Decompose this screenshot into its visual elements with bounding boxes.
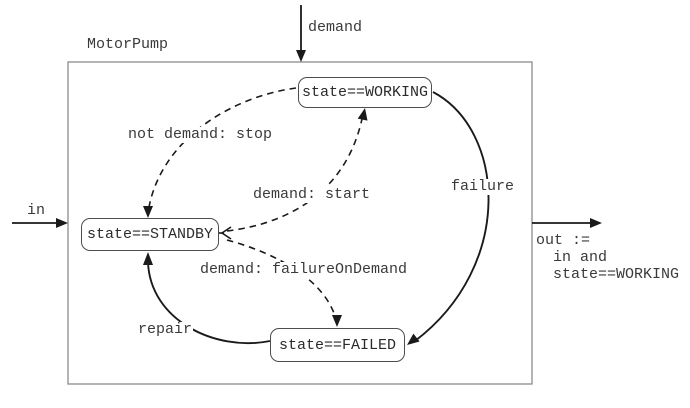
standby-junction-chevron-icon: [220, 226, 232, 240]
transition-stop-arrowhead-icon: [143, 206, 153, 218]
transition-failure-on-demand-curve: [226, 239, 336, 317]
transition-stop-label: not demand: stop: [127, 126, 274, 143]
demand-input-arrowhead-icon: [296, 50, 306, 62]
in-input-label: in: [27, 202, 46, 219]
out-expression-line3: state==WORKING: [553, 266, 680, 283]
state-node-standby: state==STANDBY: [81, 218, 219, 251]
transition-repair-arrowhead-icon: [143, 252, 153, 265]
state-node-failed: state==FAILED: [270, 328, 405, 362]
transition-failure-arrowhead-icon: [407, 333, 420, 345]
out-expression: out := in and state==WORKING: [536, 232, 679, 283]
in-input-arrowhead-icon: [56, 218, 68, 228]
out-expression-line1: out :=: [536, 232, 591, 249]
transition-start-curve: [226, 118, 363, 232]
transition-failure-curve: [414, 91, 490, 342]
out-output-arrowhead-icon: [590, 218, 602, 228]
transition-failure-on-demand-arrowhead-icon: [332, 315, 342, 327]
transition-repair-label: repair: [137, 321, 194, 338]
state-standby-label: state==STANDBY: [86, 226, 214, 243]
demand-input-label: demand: [308, 19, 363, 36]
state-node-working: state==WORKING: [298, 77, 432, 108]
transition-failure-label: failure: [450, 178, 516, 195]
out-expression-line2: in and: [553, 249, 608, 266]
transition-start-label: demand: start: [252, 186, 372, 203]
state-working-label: state==WORKING: [301, 84, 429, 101]
component-title: MotorPump: [87, 36, 169, 53]
state-failed-label: state==FAILED: [278, 336, 397, 354]
transition-start-arrowhead-icon: [357, 108, 368, 121]
transition-stop-curve: [148, 87, 297, 208]
transition-failure-on-demand-label: demand: failureOnDemand: [199, 261, 409, 278]
